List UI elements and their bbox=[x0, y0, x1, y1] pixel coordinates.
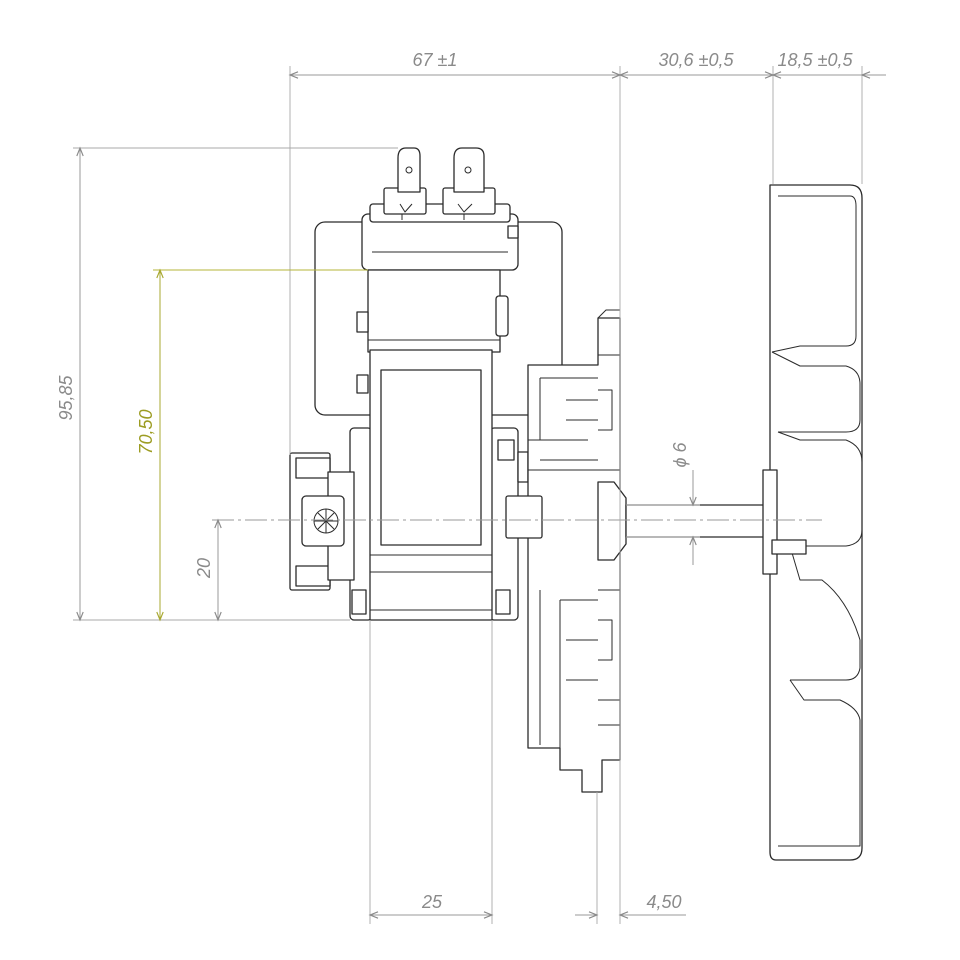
gearbox-boss bbox=[505, 495, 543, 539]
fan-blade-3 bbox=[777, 431, 863, 547]
gearbox-inner bbox=[528, 377, 598, 748]
terminal-clip-right bbox=[457, 203, 473, 220]
terminal-hole-right bbox=[464, 166, 472, 174]
coil-nub-left-low bbox=[356, 374, 369, 394]
frame-tab-right bbox=[517, 451, 529, 483]
bracket-top-tab bbox=[295, 457, 331, 479]
dimension-lines bbox=[76, 71, 886, 919]
coil-knob-right bbox=[495, 295, 509, 337]
terminal-spade-right bbox=[453, 147, 485, 193]
lamination-window bbox=[380, 369, 482, 546]
terminal-hole-left bbox=[405, 166, 413, 174]
fan-hub bbox=[762, 469, 778, 575]
gearbox-ribs bbox=[566, 399, 598, 681]
fan-outline bbox=[769, 184, 863, 861]
label-fan-width: 18,5 ±0,5 bbox=[778, 50, 854, 70]
label-overall-height: 95,85 bbox=[56, 374, 76, 420]
label-shaft-diameter: ϕ 6 bbox=[670, 442, 690, 468]
label-plate-offset: 4,50 bbox=[646, 892, 681, 912]
extension-lines bbox=[73, 66, 863, 924]
fan-blade-2 bbox=[771, 351, 861, 433]
terminal-side-tab bbox=[507, 225, 519, 239]
fan-blade-4 bbox=[789, 545, 861, 681]
gearbox-teeth bbox=[597, 309, 620, 726]
label-height-to-coil: 70,50 bbox=[136, 409, 156, 454]
motor-body bbox=[289, 147, 771, 793]
stator-frame bbox=[349, 349, 529, 621]
frame-clip-top-right bbox=[497, 439, 515, 461]
shaft-collar bbox=[597, 481, 627, 561]
terminal-block bbox=[361, 147, 519, 271]
fan bbox=[762, 184, 863, 861]
label-frame-width: 25 bbox=[421, 892, 443, 912]
rear-bracket bbox=[289, 452, 355, 591]
coil-nub-left bbox=[356, 311, 369, 333]
bearing-gear-spokes bbox=[314, 509, 338, 533]
coil bbox=[356, 269, 509, 394]
coil-block bbox=[367, 269, 501, 353]
label-overall-length: 67 ±1 bbox=[413, 50, 458, 70]
terminal-clip-left bbox=[399, 203, 413, 220]
fan-hub-clip bbox=[771, 539, 807, 555]
frame-clip-bottom-left bbox=[351, 589, 367, 615]
fan-blade-1 bbox=[771, 195, 857, 353]
label-shaft-height: 20 bbox=[194, 558, 214, 579]
motor-shaft bbox=[625, 504, 771, 538]
gearbox bbox=[505, 309, 627, 793]
label-shaft-length: 30,6 ±0,5 bbox=[659, 50, 735, 70]
terminal-spade-left bbox=[397, 147, 421, 193]
fan-blade-5 bbox=[778, 679, 861, 847]
dimension-labels: 67 ±1 30,6 ±0,5 18,5 ±0,5 95,85 70,50 20… bbox=[56, 50, 853, 912]
bracket-bottom-tab bbox=[295, 565, 331, 587]
frame-clip-bottom-right bbox=[495, 589, 511, 615]
